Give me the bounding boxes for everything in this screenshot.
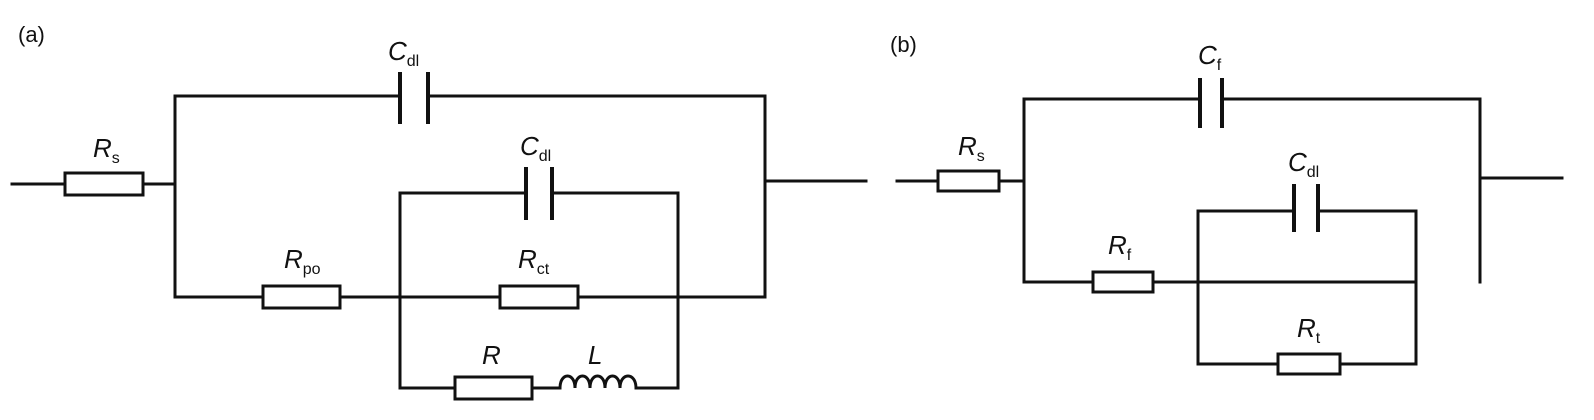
panel-a-resistor-rs [63,171,145,197]
panel-a-label-rs: Rs [93,133,120,167]
panel-a-capacitor-cdl-inner [524,167,554,220]
panel-b-resistor-rs [936,169,1001,193]
panel-b-label-cdl: Cdl [1288,147,1319,181]
panel-b-label-rs: Rs [958,131,985,165]
panel-b-resistor-rt [1276,352,1342,376]
panel-b-wires [895,97,1564,366]
panel-a-label-rct: Rct [518,244,550,278]
panel-a-label-l: L [588,340,602,370]
panel-b-capacitor-cf [1198,78,1224,128]
panel-b-label-rf: Rf [1108,230,1132,264]
panel-a-resistor-rpo [261,284,342,310]
panel-b-capacitor-cdl [1292,184,1320,232]
panel-a: (a) Rs Cdl Cdl Rpo Rct R L [10,22,868,401]
panel-b-label: (b) [890,32,917,57]
panel-a-wires [10,94,868,390]
panel-b-label-cf: Cf [1198,40,1222,74]
panel-a-label: (a) [18,22,45,47]
panel-b-label-rt: Rt [1297,313,1321,347]
panel-a-resistor-r [453,375,534,401]
panel-a-label-cdl-inner: Cdl [520,131,551,165]
panel-a-label-cdl-outer: Cdl [388,36,419,70]
panel-b-resistor-rf [1091,270,1155,294]
panel-a-label-rpo: Rpo [284,244,321,278]
panel-a-label-r: R [482,340,501,370]
panel-a-capacitor-cdl-outer [398,72,430,124]
panel-a-inductor-l [558,374,638,389]
panel-b: (b) Rs Cf Cdl Rf Rt [890,32,1564,376]
panel-a-resistor-rct [498,284,580,310]
